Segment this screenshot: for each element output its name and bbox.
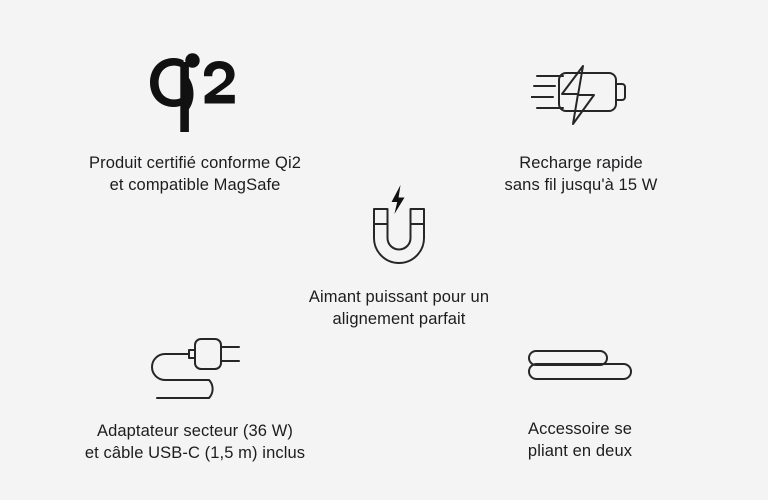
horseshoe-magnet-bolt-icon [364,182,434,274]
feature-item-qi2-certified: Produit certifié conforme Qi2 et compati… [55,52,335,196]
folded-stack-icon [525,340,635,390]
feature-caption-adapter-and-cable: Adaptateur secteur (36 W) et câble USB-C… [84,422,306,462]
feature-caption-folds-in-two: Accessoire se pliant en deux [527,420,633,460]
feature-item-strong-magnet: Aimant puissant pour un alignement parfa… [285,182,513,330]
power-plug-cable-icon [147,330,243,406]
feature-item-fast-wireless-charging: Recharge rapide sans fil jusqu'à 15 W [470,52,692,196]
feature-item-adapter-and-cable: Adaptateur secteur (36 W) et câble USB-C… [55,330,335,464]
feature-caption-qi2-certified: Produit certifié conforme Qi2 et compati… [89,154,301,194]
feature-caption-strong-magnet: Aimant puissant pour un alignement parfa… [308,288,490,328]
feature-caption-fast-wireless-charging: Recharge rapide sans fil jusqu'à 15 W [504,154,658,194]
qi2-logo-icon [147,52,243,138]
feature-item-folds-in-two: Accessoire se pliant en deux [480,340,680,462]
battery-bolt-speed-icon [531,52,631,138]
